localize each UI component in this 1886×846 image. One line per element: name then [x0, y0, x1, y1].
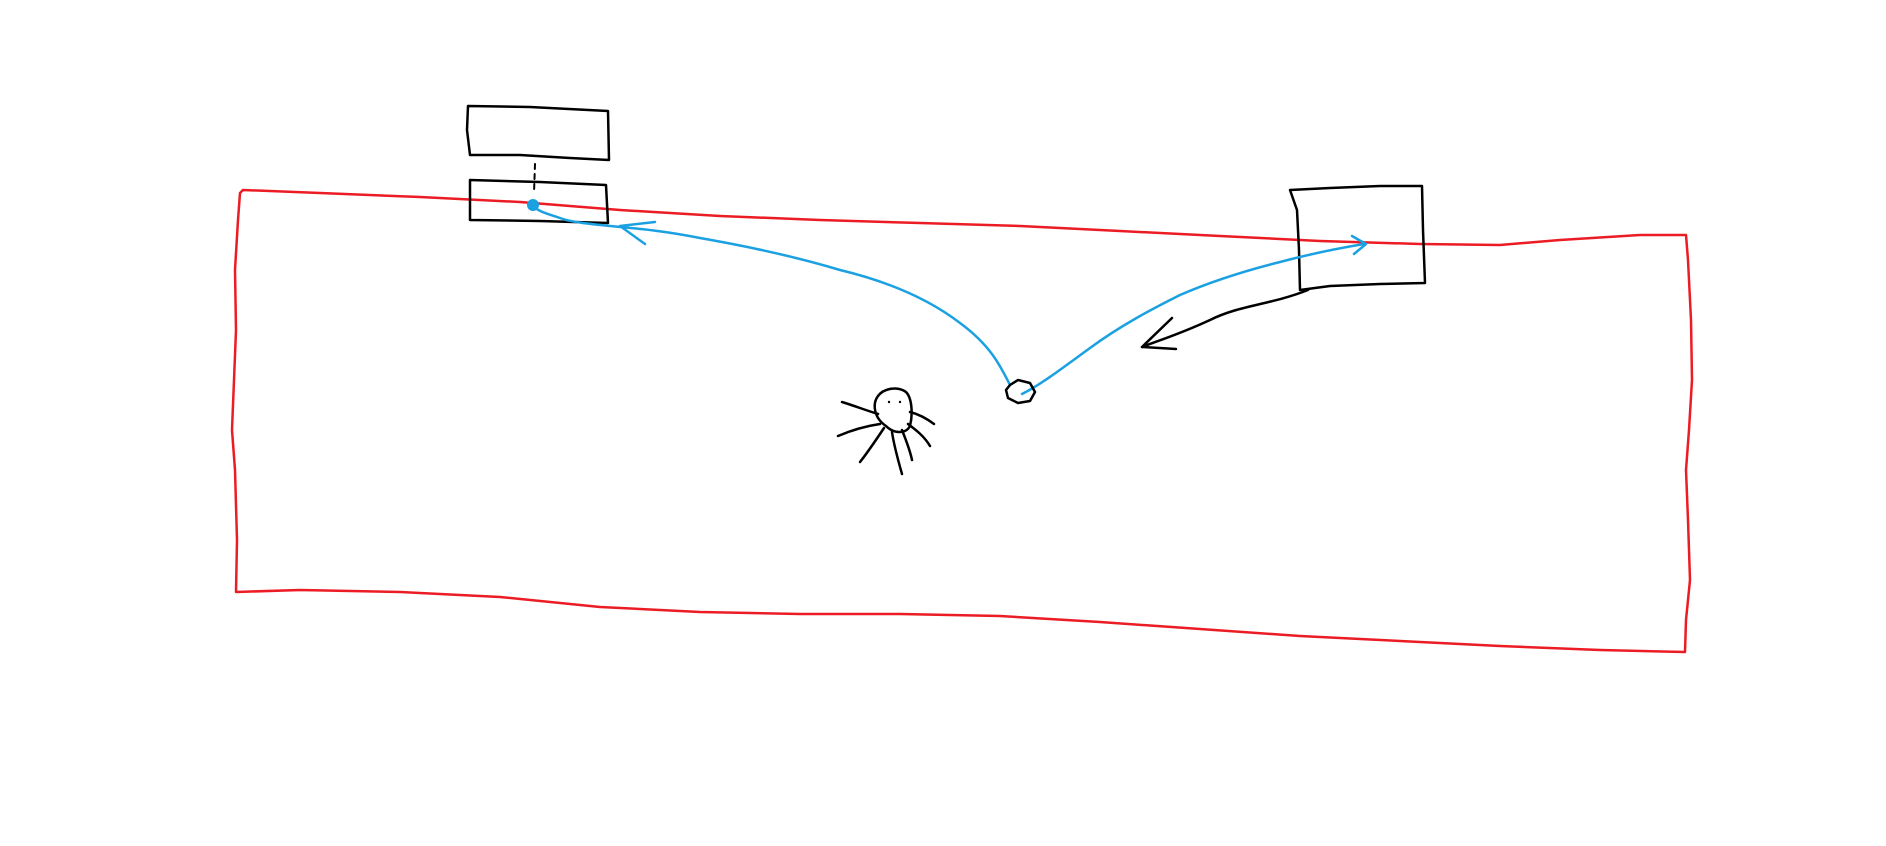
spider-creature [836, 387, 936, 476]
blue-arrow-head-right [1350, 234, 1368, 256]
dashed-connector [533, 163, 536, 194]
spider-eye-left [887, 400, 891, 404]
spider-leg-3 [858, 426, 886, 464]
spider-eye-right [898, 400, 902, 404]
spider-leg-5 [900, 428, 914, 462]
hub-node [1004, 378, 1037, 405]
right-box [1288, 184, 1427, 292]
spider-leg-7 [908, 410, 936, 426]
spider-leg-2 [836, 422, 882, 438]
spider-body [873, 387, 913, 434]
spider-leg-4 [890, 430, 904, 476]
black-arrow-head [1140, 316, 1178, 351]
blue-arrow-head-left [618, 220, 657, 246]
black-curved-arrow [1140, 288, 1310, 349]
spider-leg-6 [906, 422, 932, 448]
top-left-upper-box [465, 104, 611, 162]
blue-path-right [1020, 242, 1366, 396]
blue-endpoint-dot [527, 199, 539, 211]
blue-path-left [532, 205, 1012, 387]
spider-leg-1 [840, 400, 880, 416]
red-boundary-outline [230, 188, 1694, 654]
